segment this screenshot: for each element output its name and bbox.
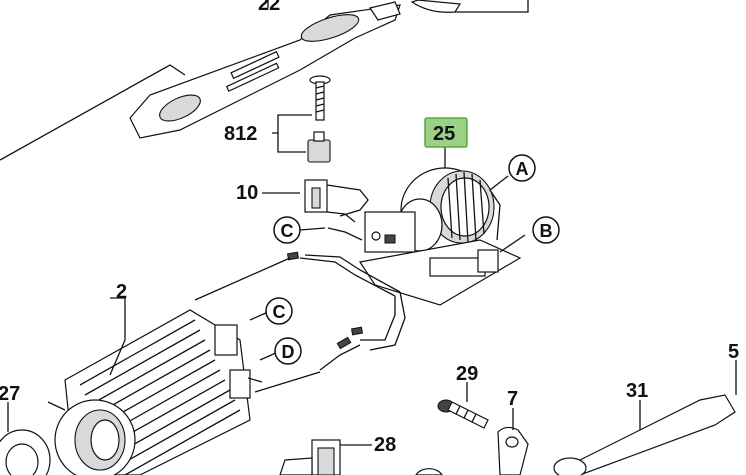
part-25-highlight xyxy=(424,117,468,148)
svg-text:A: A xyxy=(516,159,529,179)
label-29: 29 xyxy=(456,363,478,385)
svg-text:D: D xyxy=(282,342,295,362)
part-27-disc xyxy=(0,402,51,475)
label-2: 2 xyxy=(116,281,127,303)
module-wires xyxy=(286,213,406,371)
svg-text:B: B xyxy=(540,221,553,241)
label-28: 28 xyxy=(374,434,396,456)
part-10-brush-holder xyxy=(262,179,369,217)
part-29-screw xyxy=(437,382,489,429)
part-31-cable-handle xyxy=(553,360,737,475)
label-27: 27 xyxy=(0,383,20,405)
callout-b: B xyxy=(532,216,560,244)
label-31: 31 xyxy=(626,380,648,402)
part-812-screw-and-brush xyxy=(272,75,331,163)
label-25: 25 xyxy=(433,123,455,145)
callout-a: A xyxy=(508,154,536,182)
label-7: 7 xyxy=(507,388,518,410)
part-7-clip xyxy=(497,408,529,475)
part-22-switch-bar xyxy=(129,1,401,139)
label-10: 10 xyxy=(236,182,258,204)
callout-c-upper: C xyxy=(273,216,301,244)
callout-c-lower: C xyxy=(265,297,293,325)
label-812: 812 xyxy=(224,123,257,145)
callout-d: D xyxy=(274,337,302,365)
label-5: 5 xyxy=(728,341,739,363)
label-22: 22 xyxy=(258,0,280,15)
svg-text:C: C xyxy=(281,221,294,241)
svg-text:C: C xyxy=(273,302,286,322)
part-28-bracket xyxy=(279,439,372,475)
part-25-switch-module xyxy=(359,147,526,306)
part-2-field-coil xyxy=(47,309,263,475)
part-top-right-fragment xyxy=(410,0,529,13)
